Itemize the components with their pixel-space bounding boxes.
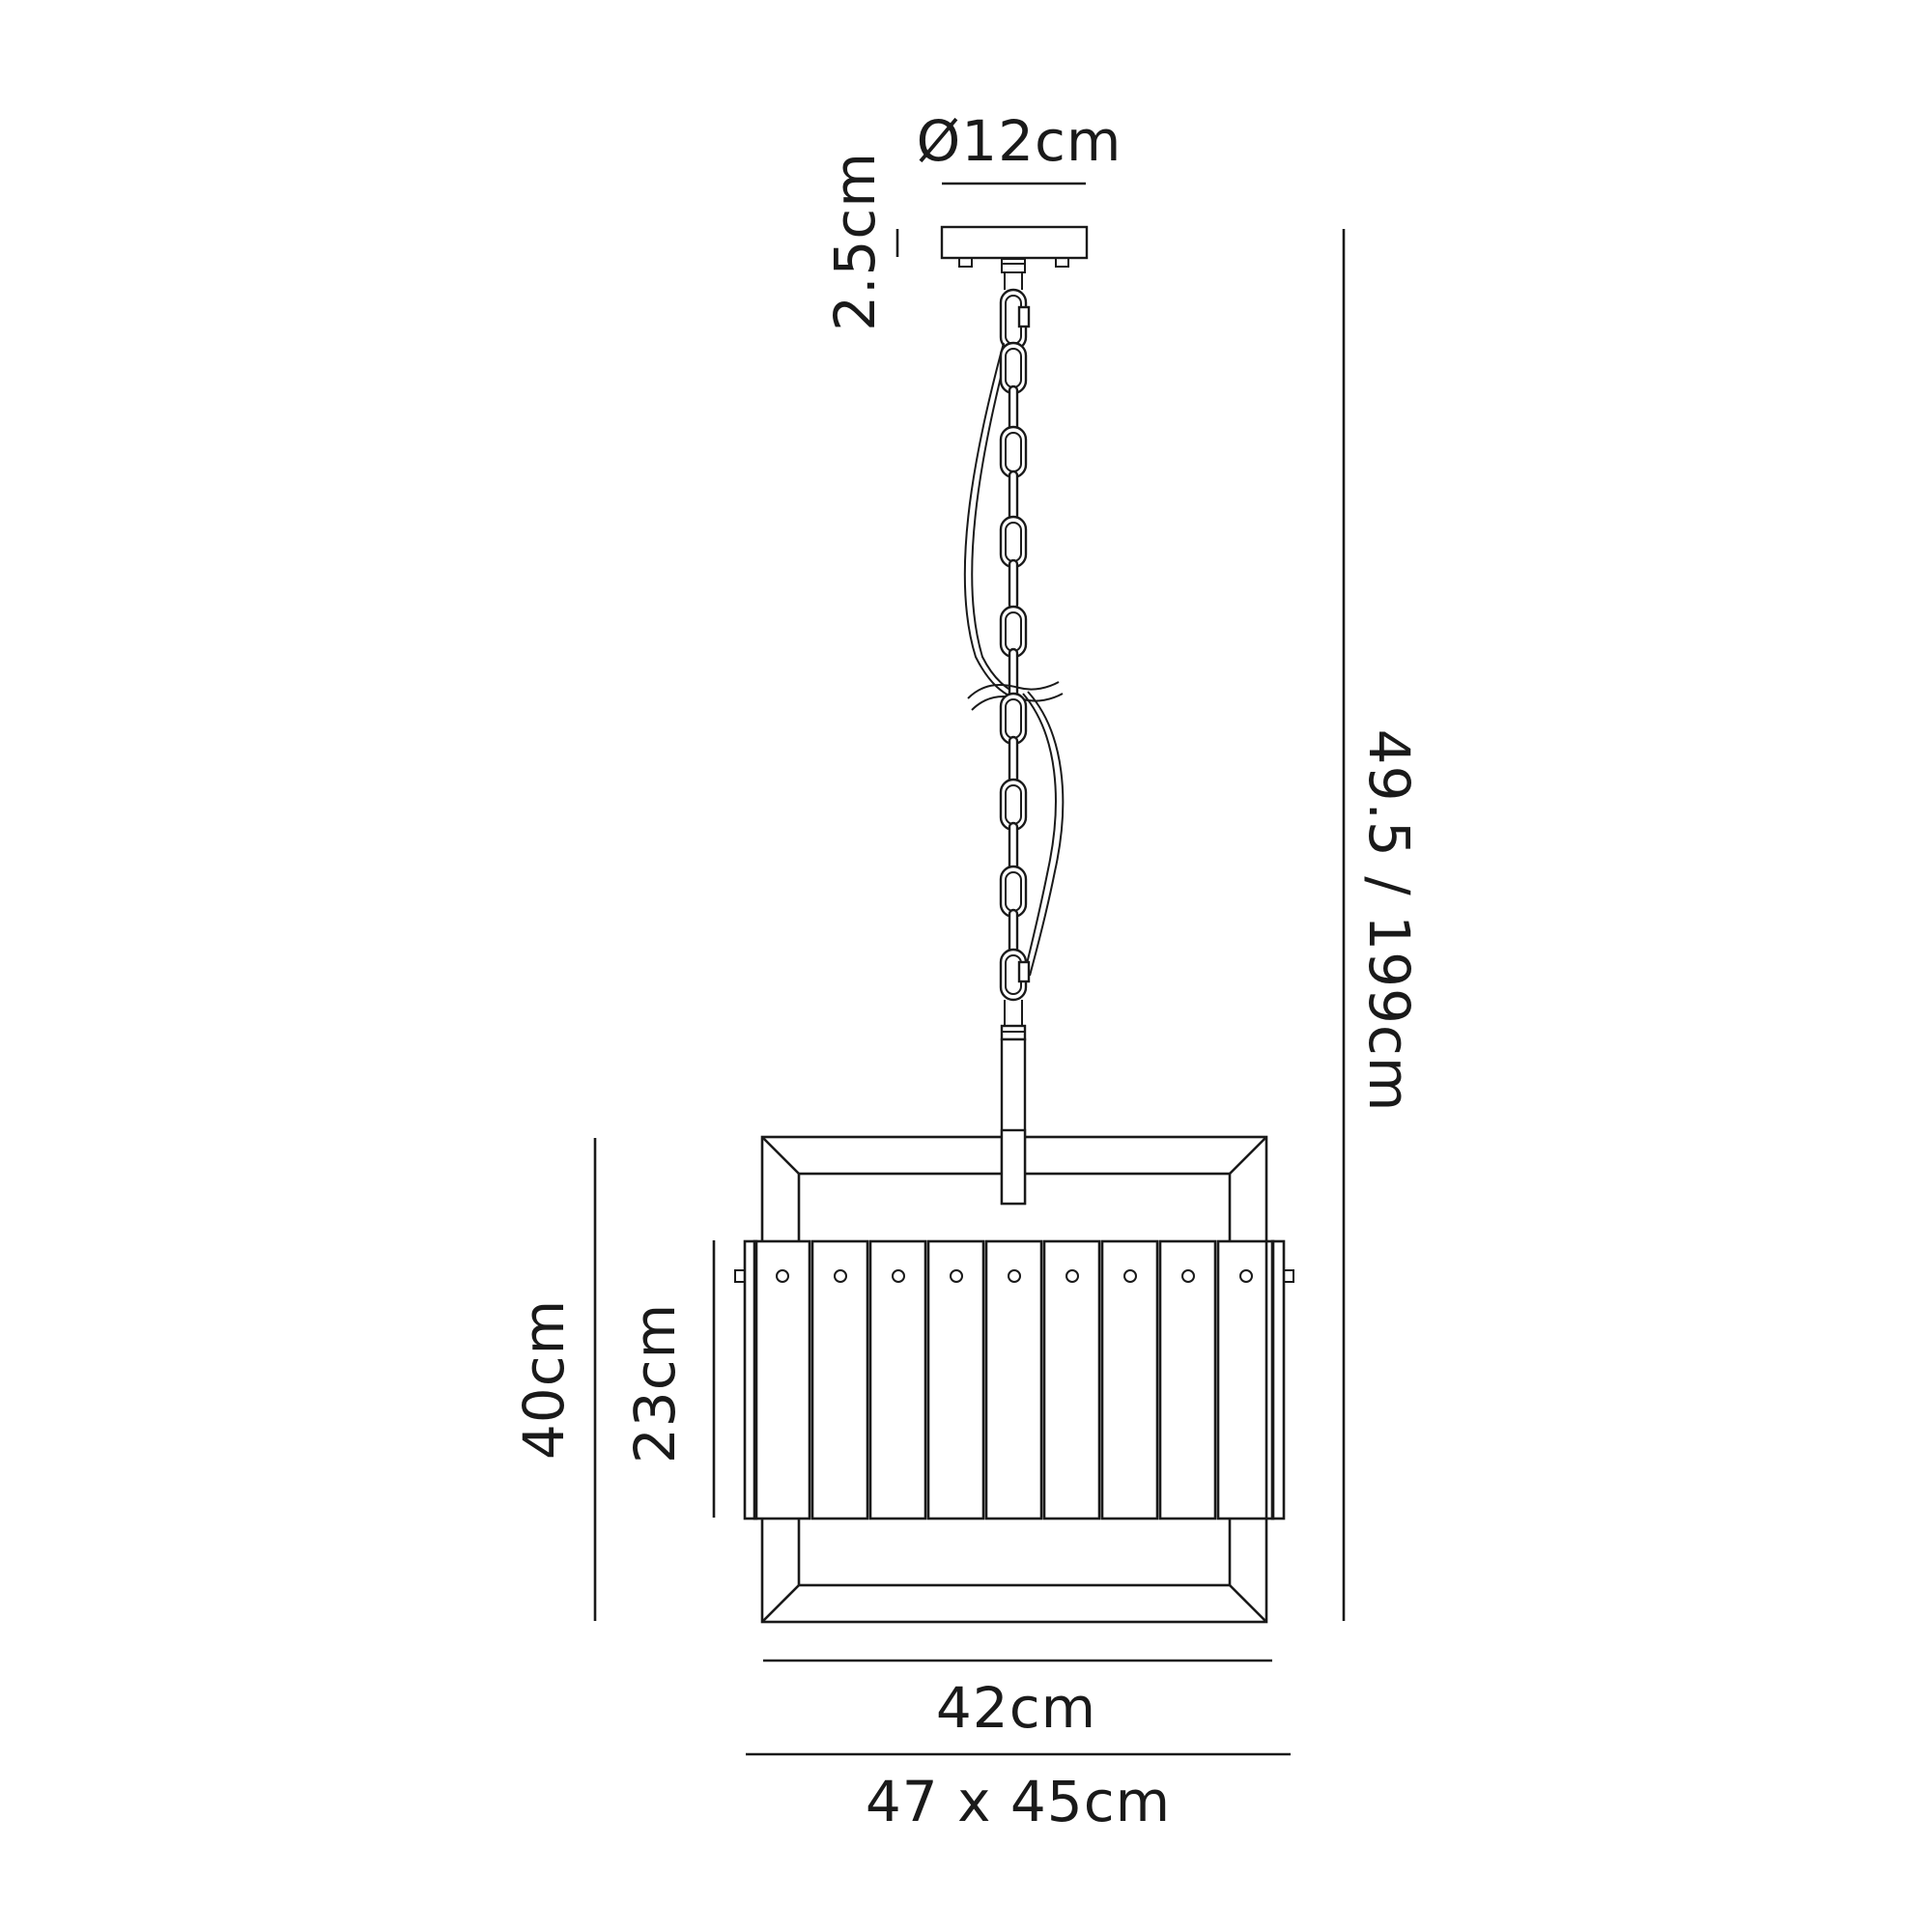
shade-height-label: 23cm [622,1303,688,1463]
panel-9 [1216,1239,1275,1520]
suspension-chain-upper [999,341,1028,699]
panel-2 [810,1239,869,1520]
panel-3 [868,1239,927,1520]
frame-width-label: 42cm [936,1675,1096,1741]
power-cable-lower [1022,691,1065,977]
body-height-label: 40cm [511,1299,577,1460]
panel-7 [1100,1239,1159,1520]
canopy-diameter-label: Ø12cm [917,108,1122,174]
panel-5 [984,1239,1043,1520]
panel-1 [753,1239,811,1520]
top-hook-connector [999,272,1031,352]
canopy-height-label: 2.5cm [822,152,888,331]
panel-4 [926,1239,985,1520]
panel-8 [1158,1239,1217,1520]
overall-width-label: 47 x 45cm [866,1769,1171,1834]
right-end-pin [1283,1269,1294,1283]
ceiling-canopy [940,225,1089,273]
suspension-rod-end [1000,1128,1027,1206]
panel-6 [1042,1239,1101,1520]
suspension-chain-lower [999,692,1031,1002]
overall-height-label: 49.5 / 199cm [1356,729,1422,1113]
shade-panels [734,1239,1294,1520]
